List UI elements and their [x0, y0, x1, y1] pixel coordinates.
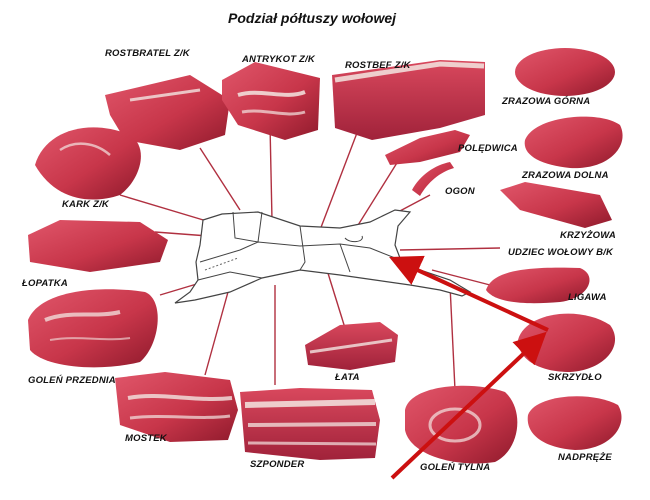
meat-kark: [35, 127, 141, 200]
label-nadpreze: NADPRĘŻE: [558, 452, 612, 463]
meat-antrykot: [222, 62, 320, 140]
label-zrazowa-dolna: ZRAZOWA DOLNA: [522, 170, 609, 181]
arrows: [389, 255, 549, 480]
label-golen-tylna: GOLEŃ TYLNA: [420, 462, 491, 473]
leader-mostek: [204, 291, 229, 376]
leader-kark: [119, 194, 211, 223]
leader-lata: [326, 269, 346, 329]
label-krzyzowa: KRZYŻOWA: [560, 230, 616, 241]
leader-golen-tylna: [449, 284, 456, 391]
meat-nadpreze: [527, 396, 622, 450]
label-ligawa: LIGAWA: [568, 292, 607, 303]
label-rostbef: ROSTBEF Z/K: [345, 60, 411, 71]
leader-lines: [119, 124, 501, 391]
label-goleh-przednia: GOLEŃ PRZEDNIA: [28, 375, 116, 386]
label-skrzydlo: SKRZYDŁO: [548, 372, 602, 383]
meat-ogon: [412, 162, 454, 196]
leader-antrykot: [269, 124, 273, 221]
leader-ogon: [397, 194, 431, 213]
meat-szponder: [240, 388, 380, 460]
meat-poledwica: [385, 130, 470, 165]
label-szponder: SZPONDER: [250, 459, 305, 470]
meat-krzyzowa: [500, 182, 612, 228]
leader-rostbef: [319, 124, 361, 231]
meat-ligawa: [486, 267, 590, 304]
meat-pieces: [28, 48, 623, 464]
label-lopatka: ŁOPATKA: [22, 278, 68, 289]
meat-golen-tylna: [405, 385, 518, 464]
meat-zrazowa-gorna: [515, 48, 615, 96]
label-kark: KARK Z/K: [62, 199, 109, 210]
label-udziec: UDZIEC WOŁOWY B/K: [508, 247, 614, 258]
label-lata: ŁATA: [335, 372, 360, 383]
meat-goleh-przednia: [28, 289, 158, 368]
arrow-to-udziec: [389, 255, 549, 332]
page-title: Podział półtuszy wołowej: [228, 10, 397, 26]
label-zrazowa-gorna: ZRAZOWA GÓRNA: [502, 96, 591, 107]
leader-poledwica: [354, 157, 401, 231]
arrow-to-skrzydlo: [390, 331, 547, 480]
meat-lopatka: [28, 220, 168, 272]
meat-mostek: [115, 372, 238, 442]
label-ogon: OGON: [445, 186, 475, 197]
leader-ligawa: [431, 269, 491, 286]
meat-rostbef: [332, 60, 485, 140]
label-mostek: MOSTEK: [125, 433, 167, 444]
leader-rostbratel: [199, 147, 241, 211]
label-rostbratel: ROSTBRATEL Z/K: [105, 48, 190, 59]
meat-zrazowa-dolna: [524, 116, 623, 169]
label-poledwica: POLĘDWICA: [458, 143, 518, 154]
leader-goleh-przednia: [159, 282, 201, 296]
meat-rostbratel: [105, 75, 230, 150]
meat-lata: [305, 322, 398, 370]
label-antrykot: ANTRYKOT Z/K: [242, 54, 315, 65]
leader-udziec: [399, 247, 501, 251]
